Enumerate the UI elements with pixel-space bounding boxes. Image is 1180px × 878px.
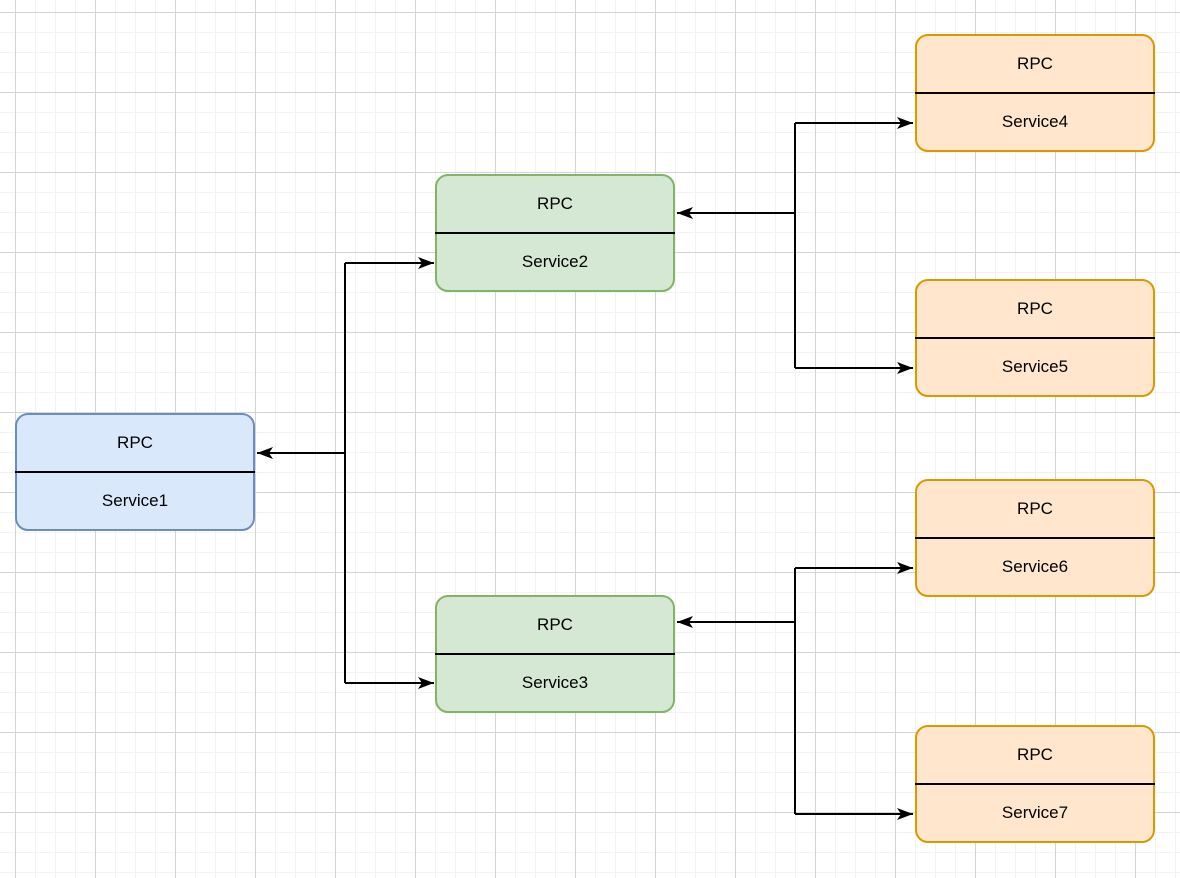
- node-name: Service6: [1001, 557, 1069, 576]
- edge-tree-left: [257, 257, 434, 689]
- node-service2[interactable]: RPC Service2: [435, 174, 675, 292]
- node-title: RPC: [537, 615, 573, 634]
- edge-tree-right-lower: [677, 562, 913, 820]
- node-service7[interactable]: RPC Service7: [915, 725, 1155, 843]
- node-name: Service1: [101, 491, 169, 510]
- node-divider: [915, 337, 1155, 339]
- node-divider: [915, 783, 1155, 785]
- node-service3[interactable]: RPC Service3: [435, 595, 675, 713]
- node-divider: [915, 92, 1155, 94]
- node-title: RPC: [1017, 54, 1053, 73]
- node-name: Service5: [1001, 357, 1069, 376]
- node-title: RPC: [1017, 499, 1053, 518]
- node-name: Service3: [521, 673, 589, 692]
- node-divider: [915, 537, 1155, 539]
- node-title: RPC: [1017, 299, 1053, 318]
- node-divider: [435, 653, 675, 655]
- node-service1[interactable]: RPC Service1: [15, 413, 255, 531]
- node-service4[interactable]: RPC Service4: [915, 34, 1155, 152]
- node-name: Service7: [1001, 803, 1069, 822]
- node-title: RPC: [117, 433, 153, 452]
- node-title: RPC: [1017, 745, 1053, 764]
- node-title: RPC: [537, 194, 573, 213]
- node-divider: [435, 232, 675, 234]
- node-service6[interactable]: RPC Service6: [915, 479, 1155, 597]
- node-service5[interactable]: RPC Service5: [915, 279, 1155, 397]
- node-name: Service4: [1001, 112, 1069, 131]
- node-name: Service2: [521, 252, 589, 271]
- node-divider: [15, 471, 255, 473]
- edge-tree-right-upper: [677, 117, 913, 374]
